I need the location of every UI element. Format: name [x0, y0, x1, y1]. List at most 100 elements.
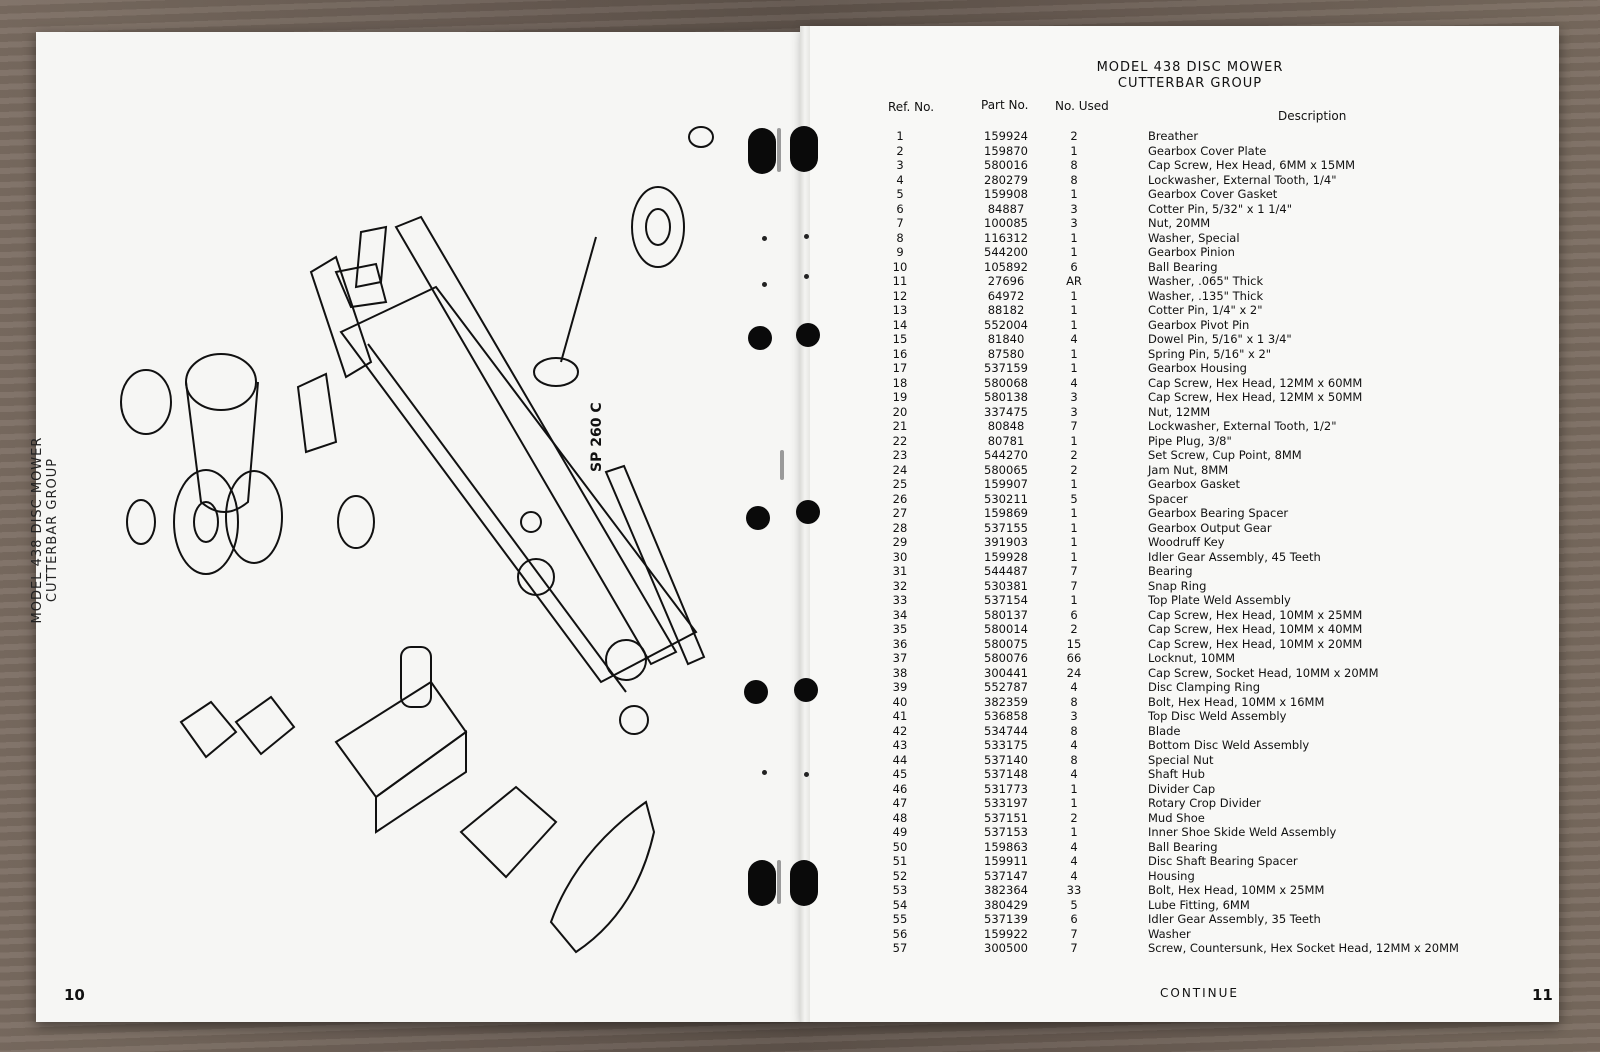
part-no: 105892	[984, 259, 1028, 274]
part-no: 531773	[984, 781, 1028, 796]
description: Breather	[1148, 129, 1199, 143]
part-no: 300500	[984, 941, 1028, 955]
part-no: 530381	[984, 578, 1028, 593]
column-header-desc: Description	[1278, 109, 1347, 123]
punch-hole	[748, 326, 772, 350]
no-used: 8	[1070, 694, 1078, 709]
description: Shaft Hub	[1148, 767, 1205, 781]
no-used: 4	[1070, 375, 1078, 390]
ref-no: 10	[892, 259, 908, 274]
part-no: 159907	[984, 477, 1028, 491]
part-no: 81840	[987, 332, 1025, 346]
part-no: 580068	[984, 375, 1028, 390]
no-used: 4	[1070, 680, 1078, 694]
page-number-right: 11	[1532, 986, 1553, 1004]
description: Top Disc Weld Assembly	[1148, 709, 1287, 723]
description: Cap Screw, Hex Head, 10MM x 25MM	[1148, 607, 1363, 622]
ref-no: 3	[896, 158, 904, 172]
no-used: 1	[1070, 535, 1078, 549]
lower-gasket	[459, 785, 558, 879]
no-used: 1	[1070, 593, 1078, 607]
description: Spring Pin, 5/16" x 2"	[1148, 346, 1272, 361]
description: Cap Screw, Hex Head, 12MM x 60MM	[1148, 375, 1363, 390]
description: Bearing	[1148, 564, 1193, 578]
ref-no: 28	[892, 520, 908, 535]
ref-no: 56	[892, 926, 908, 941]
book-spine	[800, 26, 810, 1022]
part-no: 533197	[984, 796, 1028, 810]
part-no: 537154	[984, 593, 1028, 607]
ref-no: 40	[892, 694, 908, 709]
right-page	[804, 26, 1559, 1022]
no-used: 4	[1070, 332, 1078, 346]
part-no: 552004	[984, 317, 1028, 332]
part-no: 537151	[984, 810, 1028, 825]
cutter-disc	[173, 469, 239, 575]
description: Gearbox Housing	[1148, 361, 1247, 375]
no-used: 66	[1066, 651, 1082, 665]
no-used: 3	[1070, 709, 1078, 723]
ref-no: 11	[892, 274, 908, 288]
description: Gearbox Output Gear	[1148, 520, 1272, 535]
no-used: 6	[1070, 607, 1078, 622]
ref-no: 9	[896, 245, 904, 259]
part-no: 537140	[984, 752, 1028, 767]
description: Blade	[1148, 723, 1181, 738]
no-used: 7	[1070, 564, 1078, 578]
no-used: 2	[1070, 622, 1078, 636]
part-no: 580075	[984, 636, 1028, 651]
no-used: 1	[1070, 303, 1078, 317]
ref-no: 43	[892, 738, 908, 752]
no-used: 8	[1070, 752, 1078, 767]
part-no: 159911	[984, 854, 1028, 868]
dot	[804, 772, 809, 777]
part-no: 537153	[984, 825, 1028, 839]
description: Nut, 12MM	[1148, 404, 1211, 419]
column-header-part: Part No.	[981, 98, 1029, 112]
description: Gearbox Bearing Spacer	[1148, 506, 1289, 520]
no-used: 1	[1070, 433, 1078, 448]
no-used: 4	[1070, 738, 1078, 752]
description: Top Plate Weld Assembly	[1148, 593, 1291, 607]
ref-no: 38	[892, 665, 908, 680]
description: Woodruff Key	[1148, 535, 1225, 549]
part-no: 537155	[984, 520, 1028, 535]
ref-no: 30	[892, 549, 908, 564]
description: Disc Clamping Ring	[1148, 680, 1261, 694]
no-used: 7	[1070, 578, 1078, 593]
no-used: 15	[1066, 636, 1082, 651]
no-used: 8	[1070, 172, 1078, 187]
ref-no: 42	[892, 723, 908, 738]
part-no: 552787	[984, 680, 1028, 694]
ref-no: 37	[892, 651, 908, 665]
part-no: 300441	[984, 665, 1028, 680]
ref-no: 45	[892, 767, 908, 781]
ref-no: 49	[892, 825, 908, 839]
no-used: 1	[1070, 477, 1078, 491]
ref-no: 22	[892, 433, 908, 448]
dot	[804, 234, 809, 239]
description: Snap Ring	[1148, 578, 1207, 593]
description: Gearbox Pivot Pin	[1148, 317, 1250, 332]
no-used: 5	[1070, 897, 1078, 912]
description: Washer, .065" Thick	[1148, 274, 1264, 288]
no-used: 2	[1070, 448, 1078, 462]
no-used: 8	[1070, 158, 1078, 172]
part-no: 80848	[987, 419, 1025, 433]
no-used: 8	[1070, 723, 1078, 738]
dot	[804, 274, 809, 279]
no-used: 2	[1070, 129, 1078, 143]
no-used: 1	[1070, 549, 1078, 564]
description: Pipe Plug, 3/8"	[1148, 433, 1232, 448]
description: Idler Gear Assembly, 45 Teeth	[1148, 549, 1321, 564]
